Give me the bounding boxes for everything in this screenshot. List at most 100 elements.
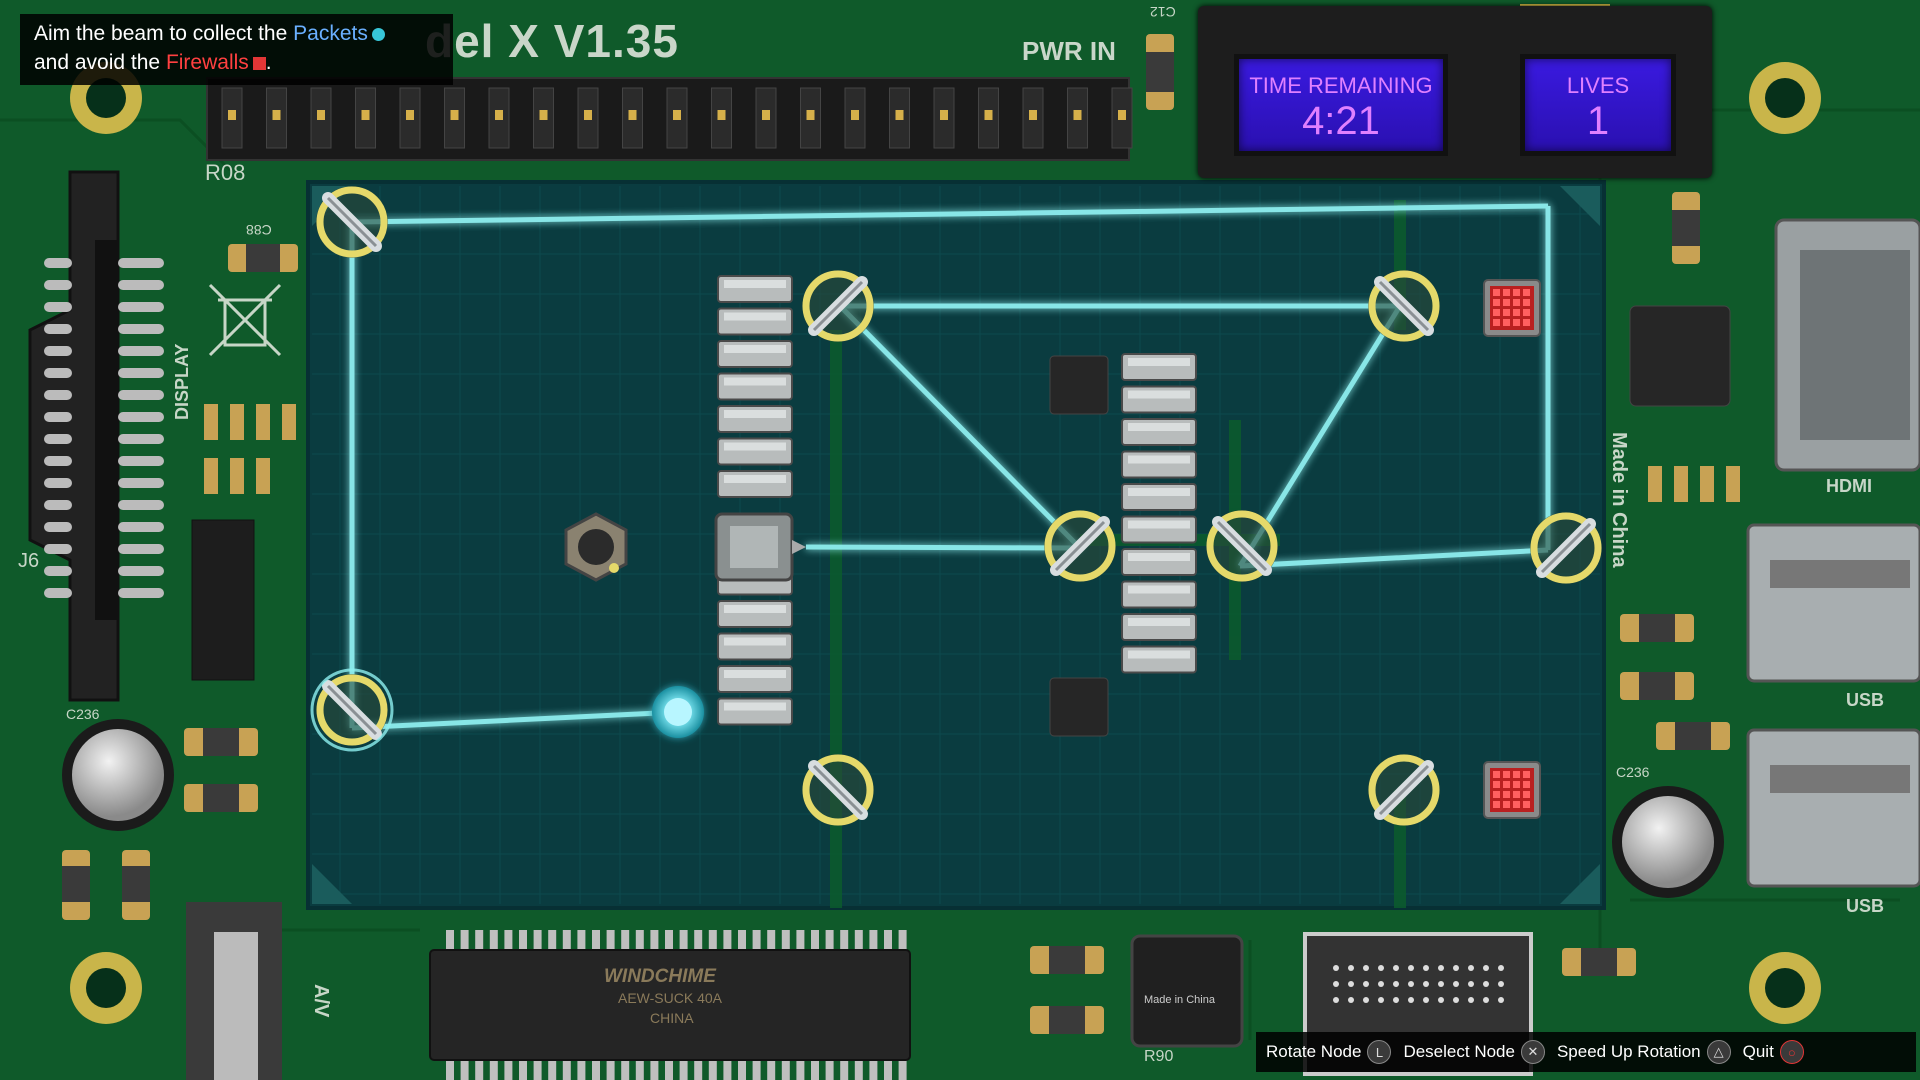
control-speed-up-rotation[interactable]: Speed Up Rotation △ (1557, 1040, 1731, 1064)
r08-label: R08 (205, 160, 246, 185)
control-label: Deselect Node (1403, 1042, 1515, 1061)
chip-block (717, 600, 793, 628)
hdmi-label: HDMI (1826, 476, 1872, 496)
packet-icon (371, 27, 385, 41)
control-label: Speed Up Rotation (1556, 1042, 1701, 1061)
chip-block (1121, 450, 1197, 479)
r90-label: R90 (1144, 1048, 1174, 1065)
chip-block (717, 307, 793, 336)
av-label: A/V (310, 984, 332, 1018)
data-packet (652, 686, 704, 738)
mirror-node[interactable] (1368, 270, 1440, 342)
beam-emitter[interactable] (714, 512, 806, 582)
controls-bar: Rotate Node L Deselect Node ✕ Speed Up R… (1256, 1032, 1916, 1072)
qfn-chip-right (1629, 305, 1731, 407)
chip-block (717, 632, 793, 661)
firewall-icon (252, 56, 266, 70)
mirror-node[interactable] (1044, 510, 1116, 582)
chip-block (1121, 483, 1197, 511)
cross-button-icon: ✕ (1520, 1040, 1545, 1064)
hex-nut-obstacle (564, 512, 628, 582)
beam-segment (351, 203, 1549, 225)
c12-label: C12 (1150, 4, 1176, 20)
time-value: 4:21 (1302, 99, 1380, 143)
display-label: DISPLAY (172, 343, 192, 420)
chip-block (1121, 548, 1197, 576)
chip-wall-left (717, 275, 793, 726)
c236-label-2: C236 (1616, 764, 1650, 780)
beam-segment (838, 304, 1082, 550)
c88-label: C88 (246, 222, 272, 238)
chip-origin: CHINA (650, 1010, 694, 1026)
passive-components (62, 34, 1740, 1034)
control-label: Quit (1742, 1042, 1774, 1061)
chip-block (717, 665, 793, 693)
chip-block (717, 340, 793, 368)
beam-segment (805, 544, 1081, 551)
chip-block (1121, 515, 1197, 544)
chip-block (717, 275, 793, 303)
usb-label-1: USB (1846, 690, 1885, 710)
triangle-button-icon: △ (1706, 1040, 1731, 1064)
j6-label: J6 (18, 550, 40, 572)
firewall (1483, 279, 1541, 337)
c236-label-1: C236 (66, 706, 100, 722)
chip-block (717, 697, 793, 726)
mirror-node[interactable] (316, 186, 388, 258)
small-chip-label: Made in China (1144, 994, 1215, 1006)
lives-display: LIVES 1 (1520, 54, 1676, 156)
chip-block (717, 437, 793, 466)
control-rotate-node[interactable]: Rotate Node L (1266, 1040, 1392, 1064)
packets-word: Packets (293, 22, 368, 45)
beam-segment (1239, 547, 1549, 569)
mirror-node[interactable] (1368, 754, 1440, 826)
main-chip (429, 930, 911, 1080)
display-connector (28, 170, 164, 702)
hint-period: . (265, 51, 272, 74)
chip-block (717, 372, 793, 401)
pin-header (206, 77, 1133, 161)
pwr-in-label: PWR IN (1022, 36, 1116, 66)
chip-block (1121, 418, 1197, 446)
control-deselect-node[interactable]: Deselect Node ✕ (1403, 1040, 1545, 1064)
small-chip (1130, 934, 1244, 1048)
lives-label: LIVES (1566, 73, 1630, 98)
usb-label-2: USB (1846, 896, 1885, 916)
chip-model: AEW-SUCK 40A (618, 990, 722, 1006)
io-ports (1746, 218, 1920, 888)
chip-brand: WINDCHIME (604, 966, 716, 987)
mirror-node[interactable] (802, 754, 874, 826)
chip-block (1121, 613, 1197, 641)
mirror-node[interactable] (802, 270, 874, 342)
firewalls-word: Firewalls (165, 51, 249, 74)
control-label: Rotate Node (1266, 1042, 1362, 1061)
mirror-node[interactable] (1206, 510, 1278, 582)
qfn-chip-upper (1049, 355, 1109, 415)
chip-block (717, 470, 793, 498)
mounting-holes (70, 62, 1821, 1024)
board-title: del X V1.35 (425, 15, 679, 67)
side-chip (191, 519, 255, 681)
time-display: TIME REMAINING 4:21 (1234, 54, 1448, 156)
beam-segment (351, 709, 679, 731)
chip-block (1121, 385, 1197, 414)
capacitor-cans (62, 719, 1724, 898)
time-label: TIME REMAINING (1249, 73, 1433, 98)
hint-prefix-2: and avoid the (34, 51, 166, 74)
chip-block (717, 405, 793, 433)
av-jack (186, 902, 282, 1080)
mirror-node[interactable] (310, 668, 394, 752)
mirror-node[interactable] (1530, 512, 1602, 584)
hint-prefix-1: Aim the beam to collect the (34, 22, 294, 45)
qfn-chip-lower (1049, 677, 1109, 737)
laser-beam (349, 203, 1551, 731)
firewall (1483, 761, 1541, 819)
left-stick-icon: L (1367, 1040, 1392, 1064)
lives-value: 1 (1586, 99, 1610, 143)
objective-hint: Aim the beam to collect the Packets and … (20, 14, 453, 85)
chip-block (1121, 580, 1197, 609)
recycle-bin-icon (208, 283, 282, 357)
control-quit[interactable]: Quit ○ (1743, 1040, 1804, 1064)
made-in-china-label: Made in China (1608, 432, 1630, 568)
